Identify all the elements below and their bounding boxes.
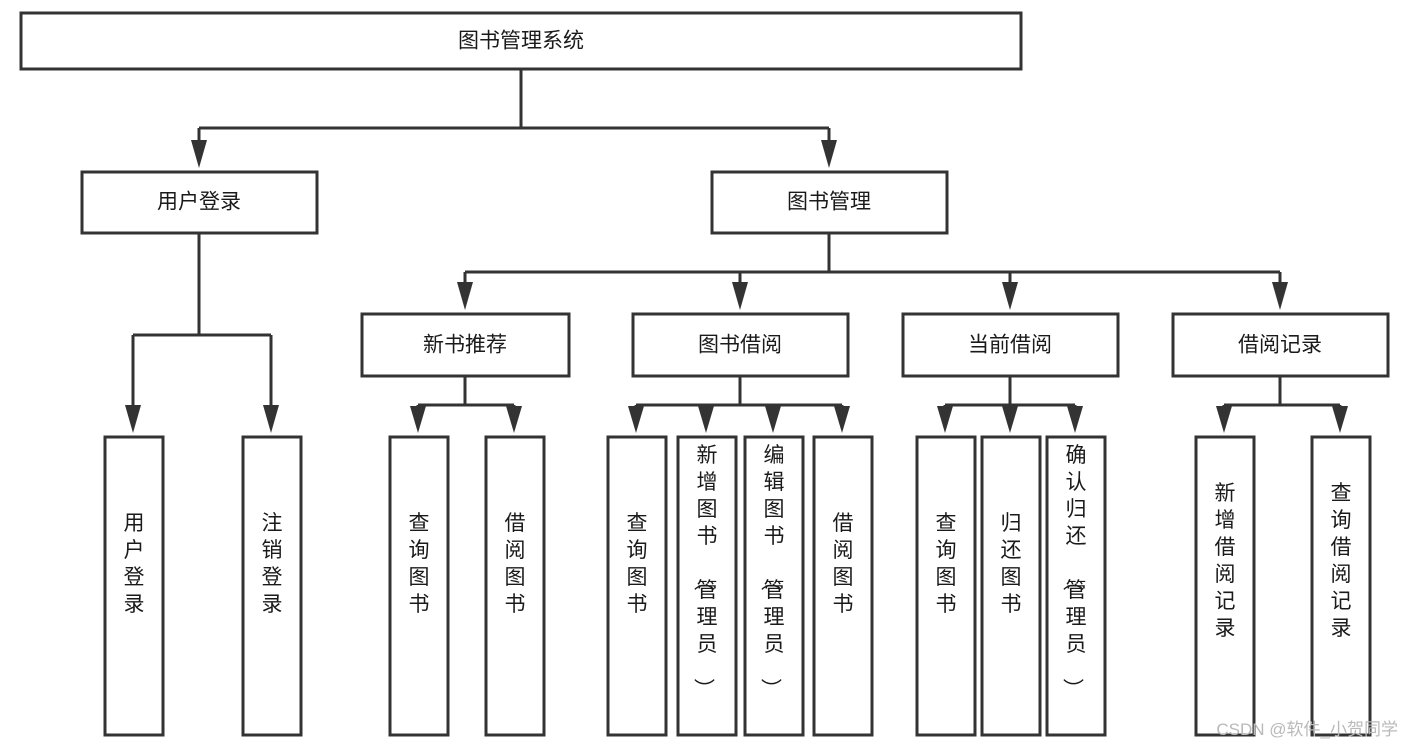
arrow-borrow-record bbox=[1272, 282, 1288, 310]
node-leaf-query-record-box[interactable] bbox=[1310, 435, 1372, 737]
node-leaf-edit-book-box[interactable] bbox=[743, 435, 805, 737]
node-new-book-rec-label: 新书推荐 bbox=[423, 334, 507, 357]
node-leaf-query-record[interactable]: 查询借阅记录 bbox=[1310, 435, 1372, 737]
connector-layer bbox=[125, 69, 1348, 433]
csdn-watermark: CSDN @软件_小贺同学 bbox=[1216, 720, 1398, 739]
node-new-book-rec[interactable]: 新书推荐 bbox=[360, 312, 571, 378]
arrow-leaf-borrow-book-1 bbox=[506, 406, 522, 433]
arrow-leaf-confirm-return bbox=[1067, 406, 1083, 433]
node-current-borrow-label: 当前借阅 bbox=[968, 334, 1052, 357]
node-root[interactable]: 图书管理系统 bbox=[19, 11, 1023, 71]
node-leaf-query-record-label: 查询借阅记录 bbox=[1331, 482, 1352, 640]
node-borrow-record-box[interactable] bbox=[1171, 312, 1390, 378]
arrow-leaf-query-book-1 bbox=[410, 406, 426, 433]
node-leaf-confirm-return-label: 确认归还（管理员） bbox=[1061, 444, 1087, 699]
node-leaf-user-login[interactable]: 用户登录 bbox=[103, 435, 165, 737]
arrow-leaf-query-record bbox=[1332, 406, 1348, 433]
node-leaf-user-logout-label: 注销登录 bbox=[262, 512, 283, 616]
node-book-manage-label: 图书管理 bbox=[787, 191, 871, 214]
arrow-leaf-add-record bbox=[1216, 406, 1232, 433]
node-leaf-return-book-box[interactable] bbox=[980, 435, 1042, 737]
node-borrow-record-label: 借阅记录 bbox=[1238, 334, 1322, 357]
node-leaf-add-book-box[interactable] bbox=[676, 435, 738, 737]
node-leaf-return-book[interactable]: 归还图书 bbox=[980, 435, 1042, 737]
node-leaf-edit-book[interactable]: 编辑图书（管理员） bbox=[743, 435, 805, 737]
node-leaf-add-book[interactable]: 新增图书（管理员） bbox=[676, 435, 738, 737]
arrow-current-borrow bbox=[1002, 282, 1018, 310]
node-book-borrow-box[interactable] bbox=[631, 312, 850, 378]
node-leaf-query-book-3[interactable]: 查询图书 bbox=[915, 435, 977, 737]
node-leaf-user-logout[interactable]: 注销登录 bbox=[241, 435, 303, 737]
node-book-borrow-label: 图书借阅 bbox=[698, 334, 782, 357]
arrow-leaf-query-book-2 bbox=[628, 406, 644, 433]
node-book-manage[interactable]: 图书管理 bbox=[710, 170, 949, 235]
arrow-leaf-return-book bbox=[1002, 406, 1018, 433]
node-leaf-query-book-3-box[interactable] bbox=[915, 435, 977, 737]
node-current-borrow[interactable]: 当前借阅 bbox=[901, 312, 1120, 378]
node-leaf-add-record-label: 新增借阅记录 bbox=[1215, 482, 1236, 640]
node-leaf-user-login-label: 用户登录 bbox=[124, 512, 145, 616]
node-leaf-query-book-2-box[interactable] bbox=[606, 435, 668, 737]
node-leaf-query-book-1-label: 查询图书 bbox=[409, 512, 430, 616]
arrow-leaf-add-book bbox=[698, 406, 714, 433]
node-book-manage-box[interactable] bbox=[710, 170, 949, 235]
node-leaf-user-login-box[interactable] bbox=[103, 435, 165, 737]
arrow-leaf-edit-book bbox=[765, 406, 781, 433]
node-leaf-query-book-2-label: 查询图书 bbox=[627, 512, 648, 616]
node-leaf-user-logout-box[interactable] bbox=[241, 435, 303, 737]
node-leaf-borrow-book-2-label: 借阅图书 bbox=[833, 512, 854, 616]
node-leaf-borrow-book-1-label: 借阅图书 bbox=[505, 512, 526, 616]
arrow-user-login bbox=[191, 140, 207, 168]
node-new-book-rec-box[interactable] bbox=[360, 312, 571, 378]
arrow-leaf-query-book-3 bbox=[937, 406, 953, 433]
node-leaf-add-record-box[interactable] bbox=[1194, 435, 1256, 737]
node-user-login[interactable]: 用户登录 bbox=[80, 170, 319, 235]
node-leaf-borrow-book-1-box[interactable] bbox=[484, 435, 546, 737]
arrow-leaf-user-login bbox=[125, 405, 141, 433]
node-user-login-box[interactable] bbox=[80, 170, 319, 235]
node-user-login-label: 用户登录 bbox=[157, 191, 241, 214]
node-leaf-return-book-label: 归还图书 bbox=[1001, 512, 1022, 616]
node-leaf-query-book-2[interactable]: 查询图书 bbox=[606, 435, 668, 737]
arrow-leaf-borrow-book-2 bbox=[834, 406, 850, 433]
node-leaf-borrow-book-2-box[interactable] bbox=[812, 435, 874, 737]
node-root-box[interactable] bbox=[19, 11, 1023, 71]
arrow-new-book-rec bbox=[457, 282, 473, 310]
node-borrow-record[interactable]: 借阅记录 bbox=[1171, 312, 1390, 378]
node-root-label: 图书管理系统 bbox=[458, 30, 584, 53]
node-current-borrow-box[interactable] bbox=[901, 312, 1120, 378]
node-leaf-confirm-return-box[interactable] bbox=[1045, 435, 1107, 737]
node-leaf-query-book-3-label: 查询图书 bbox=[936, 512, 957, 616]
arrow-book-manage bbox=[821, 140, 837, 168]
node-book-borrow[interactable]: 图书借阅 bbox=[631, 312, 850, 378]
arrow-leaf-user-logout bbox=[263, 405, 279, 433]
node-leaf-edit-book-label: 编辑图书（管理员） bbox=[759, 444, 785, 699]
node-leaf-confirm-return[interactable]: 确认归还（管理员） bbox=[1045, 435, 1107, 737]
node-leaf-add-book-label: 新增图书（管理员） bbox=[692, 444, 718, 699]
node-leaf-borrow-book-2[interactable]: 借阅图书 bbox=[812, 435, 874, 737]
arrow-book-borrow bbox=[732, 282, 748, 310]
node-leaf-add-record[interactable]: 新增借阅记录 bbox=[1194, 435, 1256, 737]
node-leaf-query-book-1[interactable]: 查询图书 bbox=[388, 435, 450, 737]
node-leaf-borrow-book-1[interactable]: 借阅图书 bbox=[484, 435, 546, 737]
node-leaf-query-book-1-box[interactable] bbox=[388, 435, 450, 737]
